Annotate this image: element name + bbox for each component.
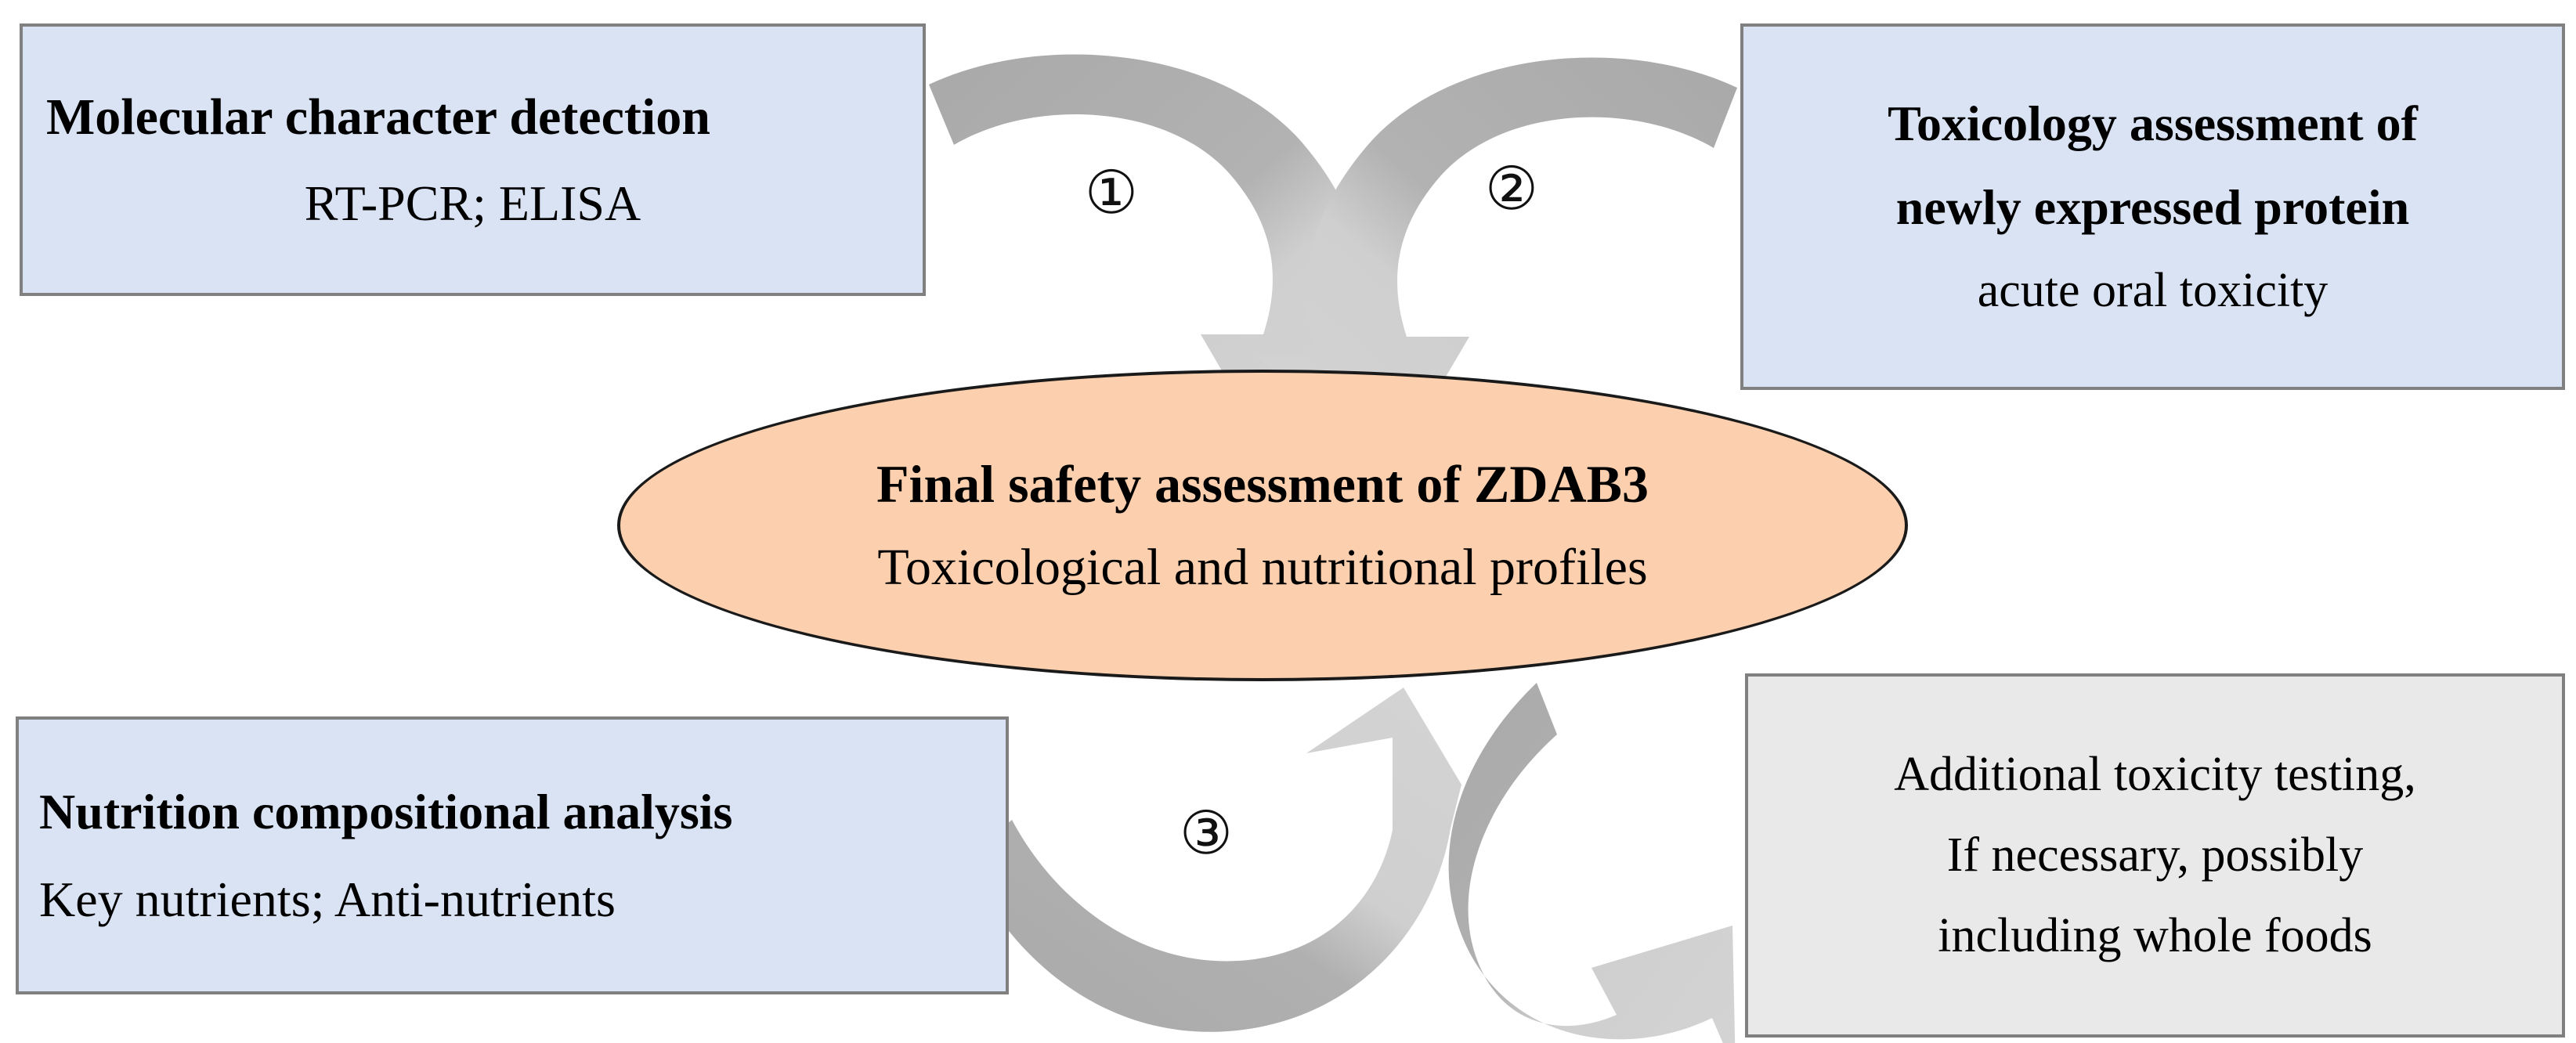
node-toxicology-line2: newly expressed protein	[1895, 179, 2410, 236]
node-final-safety-assessment[interactable]: Final safety assessment of ZDAB3 Toxicol…	[617, 370, 1908, 681]
node-nutrition-line2: Key nutrients; Anti-nutrients	[39, 871, 616, 927]
node-toxicology-assessment[interactable]: Toxicology assessment of newly expressed…	[1740, 23, 2565, 390]
node-additional-line1: Additional toxicity testing,	[1894, 747, 2416, 801]
node-additional-toxicity-testing[interactable]: Additional toxicity testing, If necessar…	[1745, 673, 2565, 1038]
step-number-3-badge: ③	[1177, 801, 1235, 867]
node-final-line2: Toxicological and nutritional profiles	[877, 539, 1648, 597]
step-number-1-label: ①	[1084, 161, 1139, 226]
node-additional-line2: If necessary, possibly	[1946, 828, 2364, 882]
node-toxicology-line1: Toxicology assessment of	[1888, 96, 2418, 152]
node-nutrition-line1: Nutrition compositional analysis	[39, 784, 733, 840]
node-molecular-line2: RT-PCR; ELISA	[304, 175, 641, 232]
node-molecular-character-detection[interactable]: Molecular character detection RT-PCR; EL…	[20, 23, 926, 296]
node-toxicology-line3: acute oral toxicity	[1977, 263, 2329, 317]
step-number-2-label: ②	[1484, 157, 1539, 222]
step-number-3-label: ③	[1179, 801, 1234, 867]
step-number-2-badge: ②	[1483, 157, 1541, 222]
node-additional-line3: including whole foods	[1938, 909, 2372, 963]
node-molecular-line1: Molecular character detection	[46, 88, 710, 146]
arrow-final-to-additional	[1448, 683, 1736, 1043]
node-nutrition-compositional-analysis[interactable]: Nutrition compositional analysis Key nut…	[16, 716, 1009, 994]
node-final-line1: Final safety assessment of ZDAB3	[876, 453, 1649, 514]
step-number-1-badge: ①	[1082, 161, 1140, 226]
